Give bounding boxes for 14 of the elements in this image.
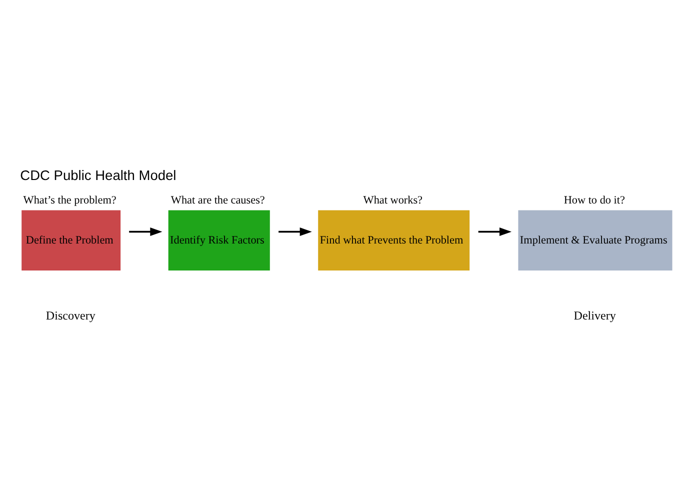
node-label: How to do it? <box>564 194 625 207</box>
node-label: What works? <box>363 194 423 207</box>
arrow <box>278 228 312 236</box>
node-box: Implement & Evaluate Programs <box>518 210 672 270</box>
node-label: What are the causes? <box>170 194 265 207</box>
arrow <box>478 228 512 236</box>
node-label: What’s the problem? <box>23 194 116 207</box>
node-box: Define the Problem <box>22 210 121 270</box>
label: Delivery <box>574 308 616 322</box>
node-box: Identify Risk Factors <box>168 210 270 270</box>
arrow <box>129 228 162 236</box>
label: Discovery <box>46 308 96 322</box>
diagram-title: CDC Public Health Model <box>20 168 176 183</box>
node-box: Find what Prevents the Problem <box>318 210 470 270</box>
